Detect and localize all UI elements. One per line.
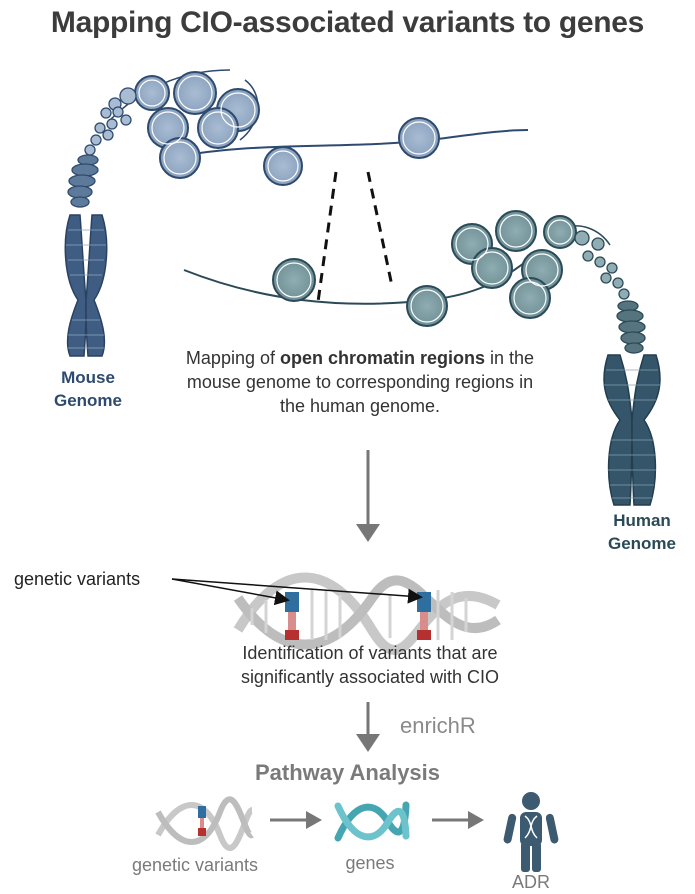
mapping-dashed-lines — [316, 171, 394, 303]
genes-icon — [334, 801, 410, 842]
flow-genes-label: genes — [345, 853, 395, 873]
dna-helix-large — [233, 572, 501, 655]
human-chromatin — [183, 210, 646, 354]
enrichr-label: enrichR — [400, 713, 476, 738]
down-arrow-enrichr — [356, 702, 380, 752]
page-title: Mapping CIO-associated variants to genes — [50, 6, 645, 39]
mouse-chromosome — [64, 214, 108, 357]
dna-small-icon — [155, 796, 255, 851]
flow-adr-label: ADR — [511, 872, 550, 892]
mouse-genome-label: Mouse Genome — [53, 368, 123, 410]
human-chromosome-bands — [604, 369, 660, 499]
identification-caption: Identification of variants that are sign… — [240, 643, 500, 687]
mapping-caption: Mapping of open chromatin regions in the… — [185, 348, 535, 416]
adr-person-icon — [503, 792, 559, 872]
variant-pointers — [171, 578, 423, 606]
human-chromosome — [603, 354, 661, 506]
human-genome-label: Human Genome — [607, 511, 677, 553]
flow-arrow-2 — [432, 811, 484, 829]
down-arrow-mapping — [356, 450, 380, 542]
flow-genetic-variants-label: genetic variants — [131, 855, 259, 875]
flow-arrow-1 — [270, 811, 322, 829]
genetic-variants-label: genetic variants — [14, 569, 141, 589]
pathway-analysis-title: Pathway Analysis — [254, 760, 441, 785]
mouse-chromatin — [67, 69, 529, 208]
mouse-chromosome-bands — [66, 229, 106, 349]
